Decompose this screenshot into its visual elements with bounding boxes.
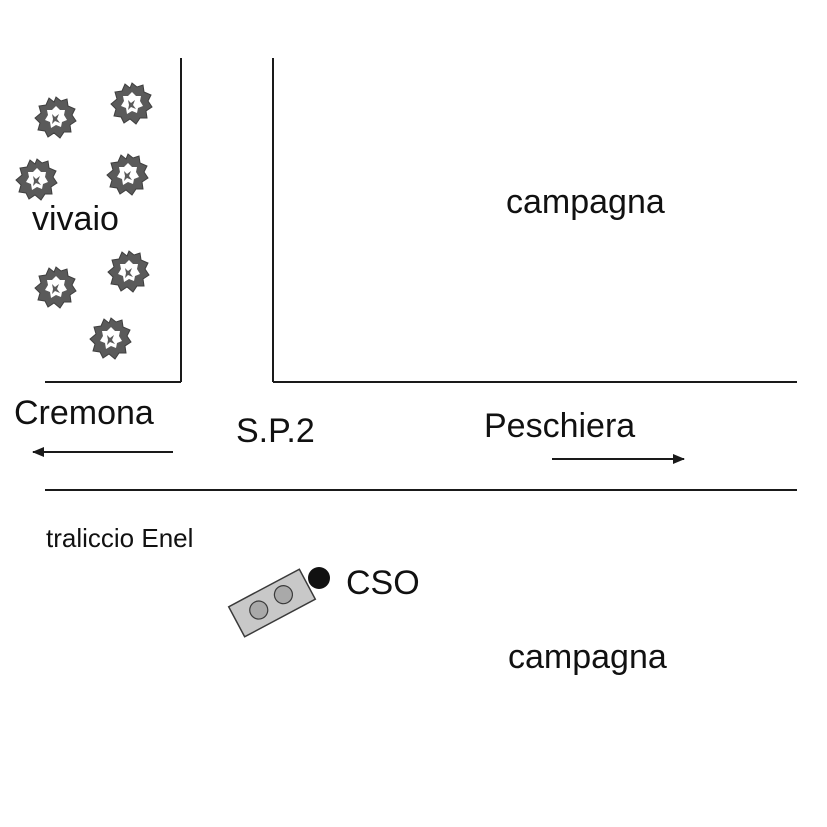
label-campagna-north: campagna (506, 183, 665, 221)
tree-icon (34, 96, 77, 139)
label-road: S.P.2 (236, 412, 315, 450)
label-traliccio: traliccio Enel (46, 523, 193, 553)
tree-icon (34, 266, 77, 309)
label-cremona: Cremona (14, 394, 154, 432)
label-campagna-south: campagna (508, 638, 667, 676)
label-peschiera: Peschiera (484, 407, 635, 445)
pylon-icon (227, 568, 317, 638)
tree-icon (107, 250, 150, 293)
tree-icon (110, 82, 153, 125)
label-cso: CSO (346, 564, 420, 602)
tree-icon (89, 317, 132, 360)
label-vivaio: vivaio (32, 200, 119, 238)
tree-icon (15, 158, 58, 201)
tree-icon (106, 153, 149, 196)
point-marker-icon (308, 567, 330, 589)
